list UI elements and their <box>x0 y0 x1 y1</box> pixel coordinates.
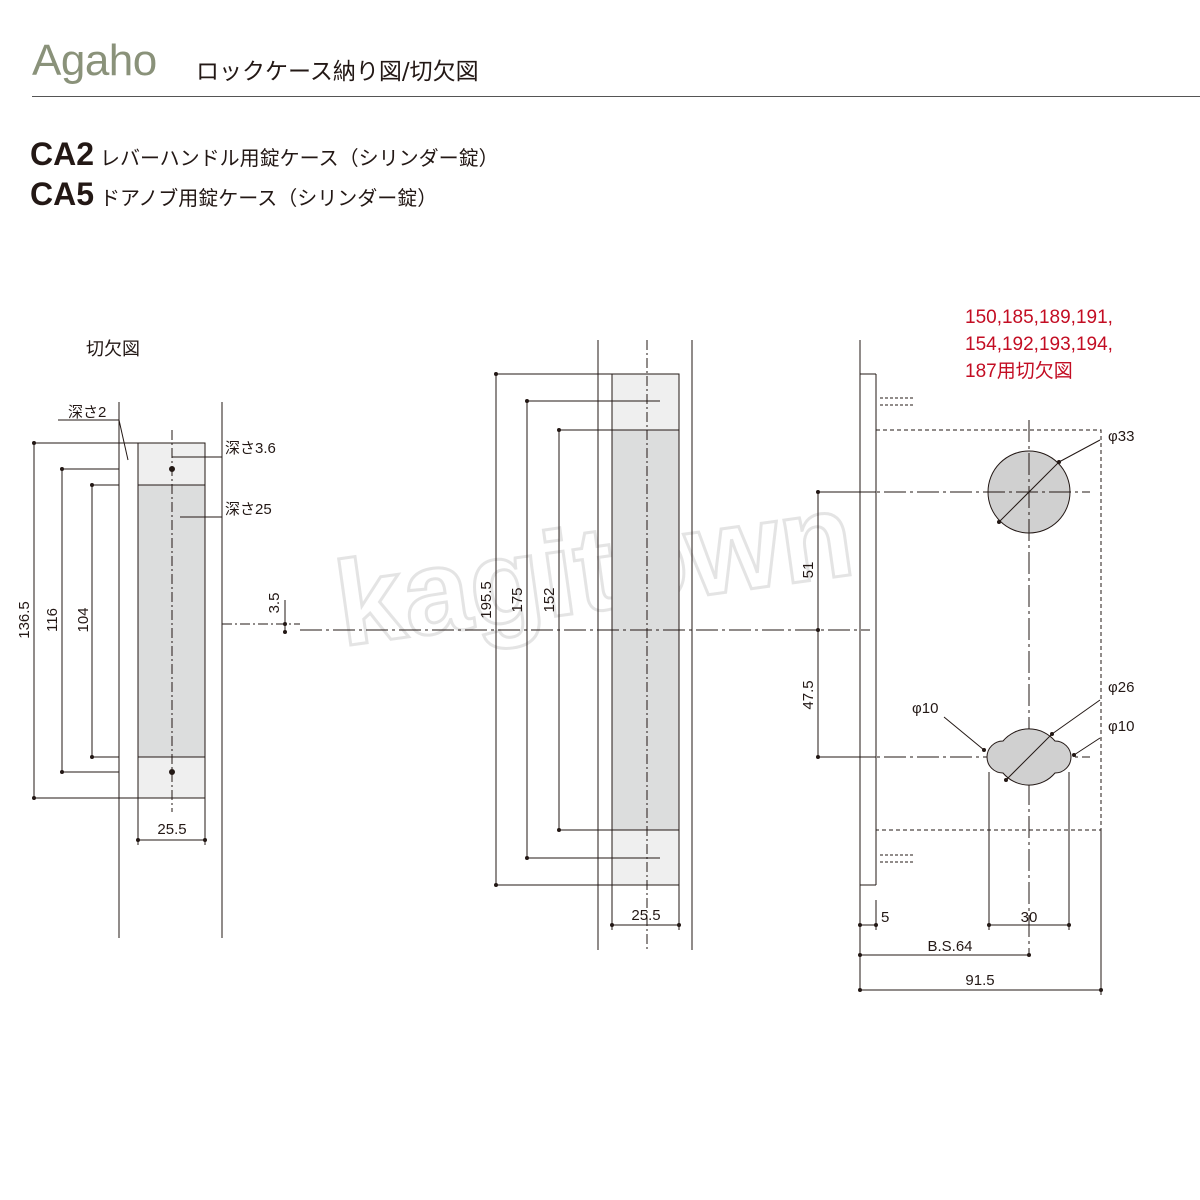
depth-label-25: 深さ25 <box>225 501 272 518</box>
dim-plate-height: 116 <box>44 608 61 632</box>
depth-label-2: 深さ2 <box>68 404 106 421</box>
watermark: kagitown <box>327 467 861 672</box>
cutout-view <box>33 402 300 938</box>
cutout-dimension-dots <box>32 441 287 842</box>
dim-cylinder-left: φ10 <box>912 700 938 717</box>
case-dimension-dots <box>494 372 681 927</box>
page-title: ロックケース納り図/切欠図 <box>196 59 479 85</box>
dim-lower-distance: 47.5 <box>800 680 817 709</box>
depth-label-3-6: 深さ3.6 <box>225 440 276 457</box>
case-side-view <box>300 340 870 950</box>
case-dim-plate-height: 175 <box>509 587 526 612</box>
front-note-line-2: 154,192,193,194, <box>965 334 1113 355</box>
dim-width: 25.5 <box>157 821 186 838</box>
model-code: CA5 <box>30 176 95 212</box>
model-description: ドアノブ用錠ケース（シリンダー錠） <box>100 186 438 210</box>
case-dim-case-height: 152 <box>541 587 558 612</box>
front-view <box>817 340 1102 995</box>
dim-cylinder-right: φ10 <box>1108 718 1134 735</box>
dim-cylinder-span: 30 <box>1021 909 1038 926</box>
dim-offset: 3.5 <box>266 593 283 614</box>
dim-upper-distance: 51 <box>800 562 817 579</box>
case-dim-width: 25.5 <box>631 907 660 924</box>
front-note-line-1: 150,185,189,191, <box>965 307 1113 328</box>
dim-backset: B.S.64 <box>927 938 972 955</box>
model-description: レバーハンドル用錠ケース（シリンダー錠） <box>100 146 499 170</box>
dim-faceplate: 5 <box>881 909 889 926</box>
front-note-line-3: 187用切欠図 <box>965 360 1073 382</box>
front-dimension-dots <box>816 460 1103 992</box>
dim-total-height: 136.5 <box>16 601 33 639</box>
brand-logo: Agaho <box>32 36 157 85</box>
header-divider <box>32 96 1200 97</box>
model-code: CA2 <box>30 136 95 172</box>
case-dim-total-height: 195.5 <box>478 581 495 619</box>
dim-cylinder-main: φ26 <box>1108 679 1134 696</box>
page-header: Agaho ロックケース納り図/切欠図 <box>0 0 1200 100</box>
dim-screw-pitch: 104 <box>75 607 92 632</box>
dim-total-width: 91.5 <box>965 972 994 989</box>
dim-knob-hole: φ33 <box>1108 428 1134 445</box>
cutout-view-label: 切欠図 <box>86 339 140 359</box>
